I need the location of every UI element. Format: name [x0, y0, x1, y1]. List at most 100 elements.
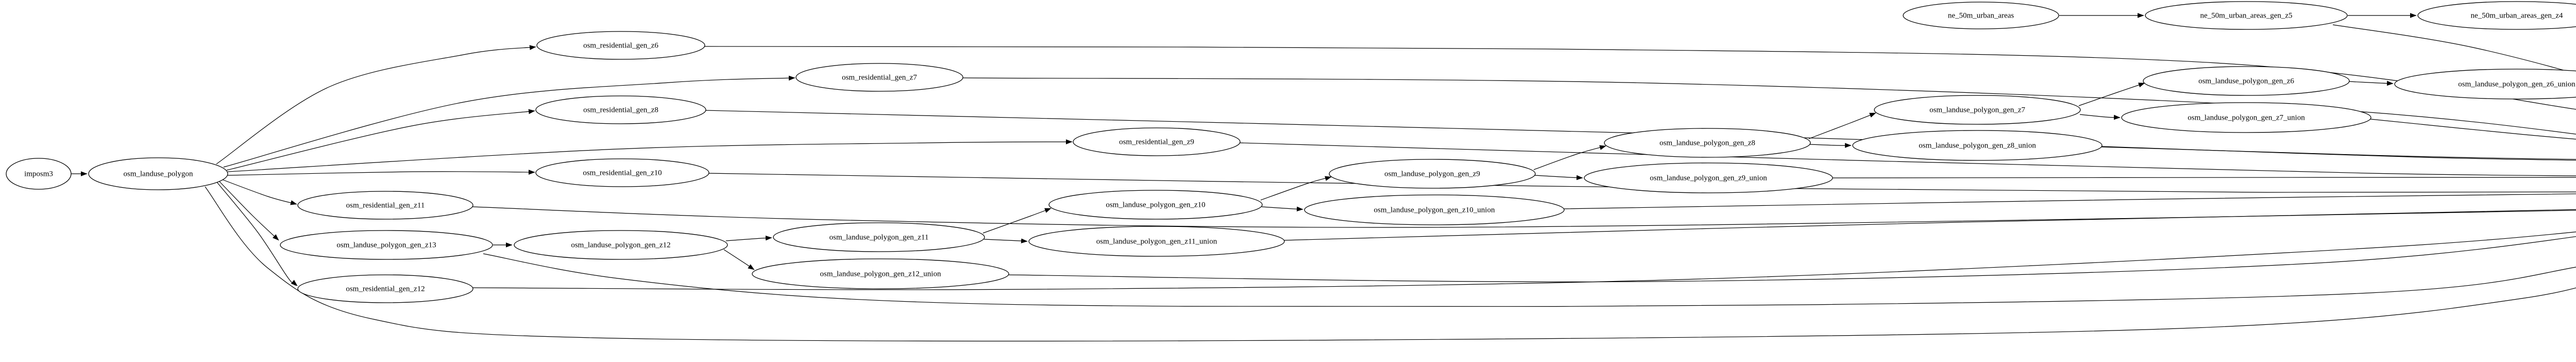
node-ellipse-osm_landuse_polygon_gen_z7	[1874, 95, 2081, 125]
node-ellipse-osm_landuse_polygon_gen_z12_union	[752, 258, 1009, 289]
edge-osm_landuse_polygon-to-osm_residential_gen_z10	[227, 170, 535, 176]
edge-osm_landuse_polygon-to-osm_residential_gen_z12	[216, 181, 298, 286]
node-osm_landuse_polygon_gen_z8: osm_landuse_polygon_gen_z8	[1604, 128, 1811, 158]
node-label-osm_landuse_polygon_gen_z7_union: osm_landuse_polygon_gen_z7_union	[2188, 113, 2305, 122]
edge-osm_landuse_polygon_gen_z8-to-osm_landuse_polygon_gen_z7	[1808, 112, 1876, 139]
node-osm_residential_gen_z10: osm_residential_gen_z10	[535, 158, 709, 187]
node-ellipse-osm_landuse_polygon_gen_z12	[514, 230, 728, 260]
edge-osm_landuse_polygon_gen_z12-to-osm_landuse_polygon_gen_z12_union	[723, 249, 755, 270]
edge-osm_landuse_polygon_gen_z11-to-osm_landuse_polygon_gen_z10	[982, 208, 1052, 234]
node-ellipse-osm_residential_gen_z12	[297, 274, 473, 303]
edge-osm_landuse_polygon-to-osm_residential_gen_z8	[226, 109, 535, 171]
edge-osm_landuse_polygon_gen_z12-to-osm_landuse_polygon_gen_z11	[725, 235, 772, 241]
node-label-osm_landuse_polygon_gen_z7: osm_landuse_polygon_gen_z7	[1929, 106, 2025, 114]
node-osm_residential_gen_z11: osm_residential_gen_z11	[297, 191, 473, 220]
node-ellipse-osm_landuse_polygon_gen_z8_union	[1852, 130, 2103, 161]
node-label-osm_landuse_polygon_gen_z8_union: osm_landuse_polygon_gen_z8_union	[1919, 141, 2036, 150]
edge-osm_landuse_polygon_gen_z10_union-to-layer_landuse:z10	[1563, 193, 2576, 209]
node-ellipse-ne_50m_urban_areas_gen_z5	[2145, 1, 2348, 30]
node-label-osm_landuse_polygon_gen_z11_union: osm_landuse_polygon_gen_z11_union	[1096, 237, 1217, 245]
node-label-osm_residential_gen_z11: osm_residential_gen_z11	[346, 201, 425, 209]
node-label-osm_landuse_polygon: osm_landuse_polygon	[124, 170, 193, 178]
edge-osm_landuse_polygon_gen_z9_union-to-layer_landuse:z9	[1832, 177, 2576, 178]
node-osm_landuse_polygon_gen_z11: osm_landuse_polygon_gen_z11	[773, 222, 985, 252]
node-label-osm_residential_gen_z9: osm_residential_gen_z9	[1119, 138, 1194, 146]
node-osm_residential_gen_z7: osm_residential_gen_z7	[795, 63, 963, 92]
node-label-ne_50m_urban_areas_gen_z4: ne_50m_urban_areas_gen_z4	[2470, 11, 2563, 20]
node-ellipse-osm_residential_gen_z8	[535, 95, 706, 124]
node-ellipse-osm_residential_gen_z9	[1073, 127, 1241, 156]
edge-osm_landuse_polygon_gen_z8-to-osm_landuse_polygon_gen_z8_union	[1809, 143, 1852, 148]
edge-osm_residential_gen_z9-to-layer_landuse:z9	[1239, 142, 2576, 176]
edge-osm_landuse_polygon-to-layer_landuse:z14+	[205, 186, 2576, 342]
node-osm_residential_gen_z8: osm_residential_gen_z8	[535, 95, 706, 124]
node-label-osm_landuse_polygon_gen_z13: osm_landuse_polygon_gen_z13	[336, 241, 436, 249]
node-osm_landuse_polygon: osm_landuse_polygon	[88, 157, 228, 190]
node-osm_residential_gen_z9: osm_residential_gen_z9	[1073, 127, 1241, 156]
edge-osm_landuse_polygon_gen_z6-to-osm_landuse_polygon_gen_z6_union	[2348, 80, 2394, 86]
edge-osm_landuse_polygon_gen_z7-to-osm_landuse_polygon_gen_z7_union	[2079, 114, 2121, 120]
edge-osm_landuse_polygon_gen_z10-to-osm_landuse_polygon_gen_z10_union	[1261, 206, 1303, 212]
node-ellipse-osm_landuse_polygon_gen_z11_union	[1028, 226, 1285, 257]
node-osm_landuse_polygon_gen_z6: osm_landuse_polygon_gen_z6	[2143, 66, 2350, 96]
node-osm_landuse_polygon_gen_z6_union: osm_landuse_polygon_gen_z6_union	[2394, 69, 2576, 100]
node-label-osm_landuse_polygon_gen_z11: osm_landuse_polygon_gen_z11	[829, 233, 929, 241]
node-label-osm_landuse_polygon_gen_z12_union: osm_landuse_polygon_gen_z12_union	[820, 270, 941, 278]
edge-osm_residential_gen_z12-to-layer_landuse:z12	[472, 232, 2576, 290]
node-label-ne_50m_urban_areas_gen_z5: ne_50m_urban_areas_gen_z5	[2200, 11, 2292, 20]
node-label-osm_residential_gen_z7: osm_residential_gen_z7	[842, 73, 917, 81]
node-label-osm_landuse_polygon_gen_z10_union: osm_landuse_polygon_gen_z10_union	[1374, 206, 1495, 214]
edge-osm_landuse_polygon-to-osm_residential_gen_z9	[227, 139, 1073, 172]
edge-ne_50m_urban_areas_gen_z5-to-layer_landuse:z5	[2332, 24, 2576, 74]
node-label-osm_residential_gen_z8: osm_residential_gen_z8	[583, 106, 658, 114]
node-ellipse-osm_landuse_polygon_gen_z6_union	[2394, 69, 2576, 100]
edge-osm_landuse_polygon_gen_z10-to-osm_landuse_polygon_gen_z9	[1260, 176, 1332, 201]
node-ellipse-osm_landuse_polygon_gen_z8	[1604, 128, 1811, 158]
node-ellipse-ne_50m_urban_areas	[1903, 2, 2059, 29]
node-label-osm_landuse_polygon_gen_z8: osm_landuse_polygon_gen_z8	[1659, 139, 1755, 147]
node-ellipse-osm_landuse_polygon_gen_z13	[280, 230, 493, 260]
node-osm_landuse_polygon_gen_z7_union: osm_landuse_polygon_gen_z7_union	[2121, 102, 2371, 133]
edge-osm_landuse_polygon_gen_z7-to-osm_landuse_polygon_gen_z6	[2078, 83, 2145, 106]
node-label-osm_residential_gen_z12: osm_residential_gen_z12	[346, 285, 425, 293]
node-ellipse-osm_landuse_polygon_gen_z9	[1329, 159, 1536, 189]
node-ellipse-osm_residential_gen_z10	[535, 158, 709, 187]
node-label-osm_landuse_polygon_gen_z6_union: osm_landuse_polygon_gen_z6_union	[2458, 80, 2575, 88]
node-ellipse-osm_landuse_polygon_gen_z6	[2143, 66, 2350, 96]
edge-osm_residential_gen_z7-to-layer_landuse:z7	[962, 77, 2576, 135]
node-osm_landuse_polygon_gen_z9_union: osm_landuse_polygon_gen_z9_union	[1584, 162, 1833, 193]
edge-osm_landuse_polygon-to-osm_residential_gen_z7	[223, 75, 795, 168]
node-label-osm_residential_gen_z6: osm_residential_gen_z6	[583, 41, 658, 50]
node-osm_landuse_polygon_gen_z13: osm_landuse_polygon_gen_z13	[280, 230, 493, 260]
edge-layer	[71, 13, 2576, 342]
node-osm_landuse_polygon_gen_z12_union: osm_landuse_polygon_gen_z12_union	[752, 258, 1009, 289]
node-ellipse-osm_residential_gen_z11	[297, 191, 473, 220]
node-osm_residential_gen_z6: osm_residential_gen_z6	[536, 31, 705, 60]
node-ellipse-osm_landuse_polygon_gen_z9_union	[1584, 162, 1833, 193]
node-osm_landuse_polygon_gen_z10_union: osm_landuse_polygon_gen_z10_union	[1304, 194, 1565, 225]
node-ellipse-imposm3	[6, 158, 72, 190]
node-osm_landuse_polygon_gen_z7: osm_landuse_polygon_gen_z7	[1874, 95, 2081, 125]
node-label-osm_landuse_polygon_gen_z9_union: osm_landuse_polygon_gen_z9_union	[1650, 174, 1767, 182]
node-osm_landuse_polygon_gen_z9: osm_landuse_polygon_gen_z9	[1329, 159, 1536, 189]
node-ellipse-osm_residential_gen_z7	[795, 63, 963, 92]
node-osm_landuse_polygon_gen_z10: osm_landuse_polygon_gen_z10	[1048, 190, 1263, 220]
node-imposm3: imposm3	[6, 158, 72, 190]
edge-osm_landuse_polygon-to-osm_landuse_polygon_gen_z13	[218, 180, 279, 241]
node-label-ne_50m_urban_areas: ne_50m_urban_areas	[1948, 11, 2014, 20]
edge-osm_landuse_polygon_gen_z12_union-to-layer_landuse:z12	[1008, 236, 2576, 283]
edge-osm_landuse_polygon-to-osm_residential_gen_z11	[220, 178, 297, 205]
node-label-osm_residential_gen_z10: osm_residential_gen_z10	[583, 169, 662, 177]
node-ellipse-osm_residential_gen_z6	[536, 31, 705, 60]
edge-osm_landuse_polygon_gen_z7_union-to-layer_landuse:z7	[2370, 119, 2576, 140]
node-ellipse-osm_landuse_polygon_gen_z7_union	[2121, 102, 2371, 133]
node-osm_landuse_polygon_gen_z11_union: osm_landuse_polygon_gen_z11_union	[1028, 226, 1285, 257]
edge-osm_residential_gen_z6-to-layer_landuse:z6	[704, 46, 2576, 110]
node-ne_50m_urban_areas_gen_z4: ne_50m_urban_areas_gen_z4	[2417, 1, 2576, 30]
edge-osm_residential_gen_z11-to-layer_landuse:z11	[472, 206, 2576, 228]
edge-osm_landuse_polygon_gen_z8_union-to-layer_landuse:z8	[2101, 146, 2576, 161]
node-ellipse-ne_50m_urban_areas_gen_z4	[2417, 1, 2576, 30]
edge-osm_landuse_polygon-to-osm_residential_gen_z6	[216, 45, 536, 164]
